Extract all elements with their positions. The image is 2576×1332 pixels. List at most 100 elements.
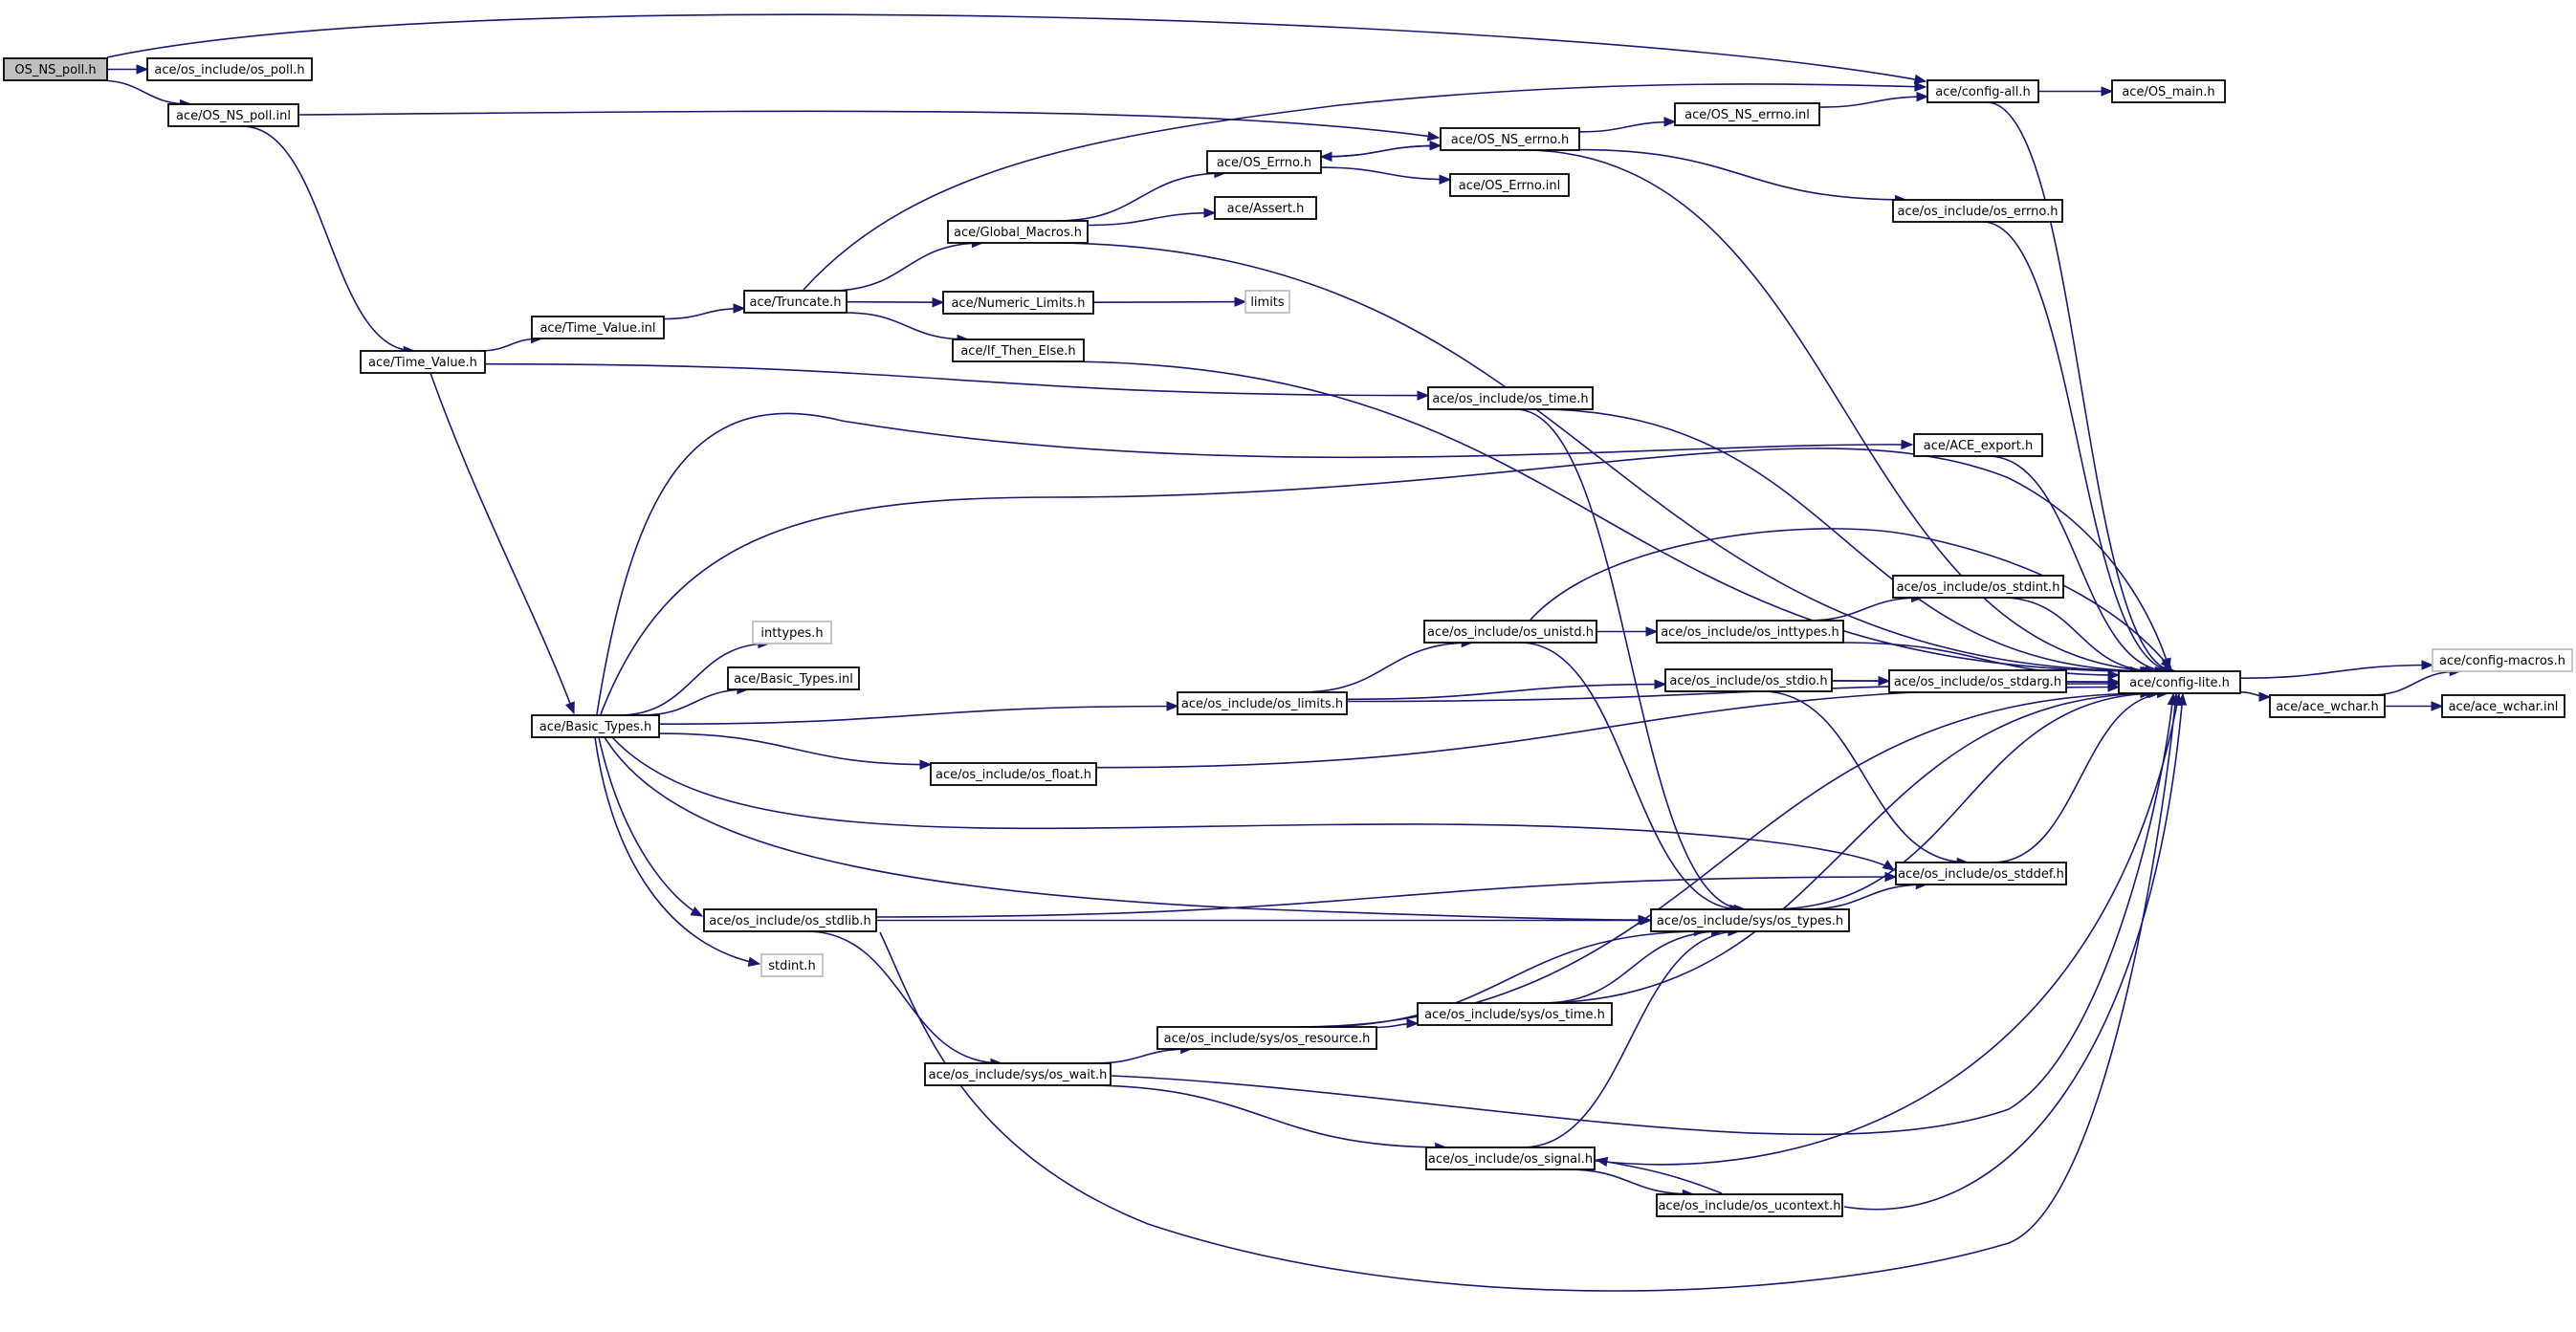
arrowhead xyxy=(2107,682,2121,692)
arrowhead xyxy=(565,701,575,715)
node-config-lite-h[interactable]: ace/config-lite.h xyxy=(2118,670,2241,694)
edge-path xyxy=(2001,597,2157,672)
node-config-all-h[interactable]: ace/config-all.h xyxy=(1926,79,2039,103)
node-basic-types-inl[interactable]: ace/Basic_Types.inl xyxy=(727,666,860,690)
node-os-include-sys-os-types-h[interactable]: ace/os_include/sys/os_types.h xyxy=(1650,908,1850,932)
node-numeric-limits-h[interactable]: ace/Numeric_Limits.h xyxy=(942,291,1094,315)
node-os-include-os-poll-h[interactable]: ace/os_include/os_poll.h xyxy=(146,57,313,81)
arrowhead xyxy=(932,296,945,308)
arrowhead xyxy=(1645,626,1659,637)
edge-path xyxy=(1566,1168,1694,1195)
dependency-edge xyxy=(1319,144,1442,163)
node-os-errno-h[interactable]: ace/OS_Errno.h xyxy=(1206,150,1322,174)
node-global-macros-h[interactable]: ace/Global_Macros.h xyxy=(947,220,1089,244)
node-box xyxy=(743,290,848,314)
node-label: ace/OS_NS_errno.h xyxy=(1451,133,1570,147)
node-os-include-sys-os-wait-h[interactable]: ace/os_include/sys/os_wait.h xyxy=(924,1062,1112,1086)
node-os-include-sys-os-time-h[interactable]: ace/os_include/sys/os_time.h xyxy=(1417,1002,1613,1026)
arrowhead xyxy=(733,303,746,314)
node-box xyxy=(1425,1146,1596,1170)
dependency-edge xyxy=(663,303,746,320)
dependency-edge xyxy=(429,372,575,715)
arrowhead xyxy=(2176,692,2188,706)
arrowhead xyxy=(919,759,933,770)
node-os-include-os-stddef-h[interactable]: ace/os_include/os_stddef.h xyxy=(1895,862,2067,885)
dependency-edge xyxy=(845,312,970,345)
node-label: ace/config-macros.h xyxy=(2439,654,2565,668)
dependency-edge xyxy=(1578,117,1677,133)
dependency-edge xyxy=(876,915,1653,926)
node-ace-wchar-inl[interactable]: ace/ace_wchar.inl xyxy=(2441,694,2565,718)
node-box xyxy=(1423,620,1597,644)
dependency-edge xyxy=(241,125,416,357)
node-label: inttypes.h xyxy=(760,626,823,641)
node-assert-h[interactable]: ace/Assert.h xyxy=(1214,196,1317,220)
edge-path xyxy=(830,242,983,292)
dependency-edge xyxy=(658,701,1179,725)
edge-path xyxy=(1536,408,2154,672)
dependency-edge xyxy=(1346,679,1667,701)
edge-path xyxy=(1595,693,2180,1166)
node-label: ace/os_include/os_stdio.h xyxy=(1669,674,1827,688)
node-os-include-os-stdlib-h[interactable]: ace/os_include/os_stdlib.h xyxy=(703,908,877,932)
arrowhead xyxy=(2160,657,2172,671)
edge-path xyxy=(1578,120,1676,133)
node-box xyxy=(2118,670,2241,694)
node-os-errno-inl[interactable]: ace/OS_Errno.inl xyxy=(1449,173,1570,197)
edge-path xyxy=(1082,1084,1446,1148)
node-os-ns-errno-inl[interactable]: ace/OS_NS_errno.inl xyxy=(1674,102,1820,126)
node-os-include-os-inttypes-h[interactable]: ace/os_include/os_inttypes.h xyxy=(1656,620,1844,644)
edge-path xyxy=(604,736,1650,921)
node-if-then-else-h[interactable]: ace/If_Then_Else.h xyxy=(952,338,1085,362)
node-os-include-os-float-h[interactable]: ace/os_include/os_float.h xyxy=(930,762,1097,786)
dependency-edge xyxy=(297,110,1441,142)
arrowhead xyxy=(1234,296,1247,307)
node-os-include-os-stdio-h[interactable]: ace/os_include/os_stdio.h xyxy=(1664,668,1833,692)
node-box xyxy=(2441,694,2565,718)
edge-path xyxy=(1536,692,2158,1004)
node-label: ace/ace_wchar.inl xyxy=(2449,700,2559,714)
node-label: ace/Assert.h xyxy=(1227,202,1305,216)
node-os-include-os-stdint-h[interactable]: ace/os_include/os_stdint.h xyxy=(1892,575,2064,599)
edge-path xyxy=(1300,642,1473,693)
node-os-include-os-ucontext-h[interactable]: ace/os_include/os_ucontext.h xyxy=(1656,1193,1843,1217)
dependency-edge xyxy=(1595,1156,1723,1194)
node-ace-export-h[interactable]: ace/ACE_export.h xyxy=(1913,433,2043,457)
node-box xyxy=(942,291,1094,315)
dependency-edge xyxy=(594,736,761,968)
node-os-include-os-unistd-h[interactable]: ace/os_include/os_unistd.h xyxy=(1423,620,1597,644)
node-box xyxy=(930,762,1097,786)
dependency-edge xyxy=(803,81,1927,291)
edge-path xyxy=(879,693,2177,1292)
edge-path xyxy=(596,412,1913,715)
edge-path xyxy=(1521,930,1739,1148)
node-os-include-sys-os-resource-h[interactable]: ace/os_include/sys/os_resource.h xyxy=(1156,1026,1377,1050)
node-os-include-os-time-h[interactable]: ace/os_include/os_time.h xyxy=(1427,386,1594,410)
edge-path xyxy=(1542,930,1723,1004)
node-os-main-h[interactable]: ace/OS_main.h xyxy=(2111,79,2226,103)
edge-path xyxy=(1056,172,1225,222)
arrowhead xyxy=(2101,86,2114,97)
edge-path xyxy=(1804,884,1927,910)
node-ace-wchar-h[interactable]: ace/ace_wchar.h xyxy=(2269,694,2386,718)
dependency-edge xyxy=(484,362,1430,401)
node-os-include-os-limits-h[interactable]: ace/os_include/os_limits.h xyxy=(1177,691,1348,715)
node-label: ace/ace_wchar.h xyxy=(2276,700,2379,714)
dependency-edge xyxy=(1992,688,2169,863)
node-os-ns-errno-h[interactable]: ace/OS_NS_errno.h xyxy=(1440,127,1580,151)
edge-path xyxy=(1320,166,1451,181)
dependency-edge xyxy=(1536,688,2159,1004)
node-os-include-os-errno-h[interactable]: ace/os_include/os_errno.h xyxy=(1892,199,2063,223)
node-basic-types-h[interactable]: ace/Basic_Types.h xyxy=(531,714,660,738)
edge-path xyxy=(658,732,932,766)
node-os-include-os-stdarg-h[interactable]: ace/os_include/os_stdarg.h xyxy=(1888,669,2067,693)
node-os-include-os-signal-h[interactable]: ace/os_include/os_signal.h xyxy=(1425,1146,1596,1170)
edge-path xyxy=(1087,211,1216,227)
node-box xyxy=(1206,150,1322,174)
node-limits: limits xyxy=(1244,290,1290,314)
node-time-value-h[interactable]: ace/Time_Value.h xyxy=(360,350,486,374)
node-truncate-h[interactable]: ace/Truncate.h xyxy=(743,290,848,314)
node-os-ns-poll-inl[interactable]: ace/OS_NS_poll.inl xyxy=(167,103,299,127)
node-os-ns-poll-h[interactable]: OS_NS_poll.h xyxy=(3,57,108,81)
node-time-value-inl[interactable]: ace/Time_Value.inl xyxy=(531,316,665,339)
